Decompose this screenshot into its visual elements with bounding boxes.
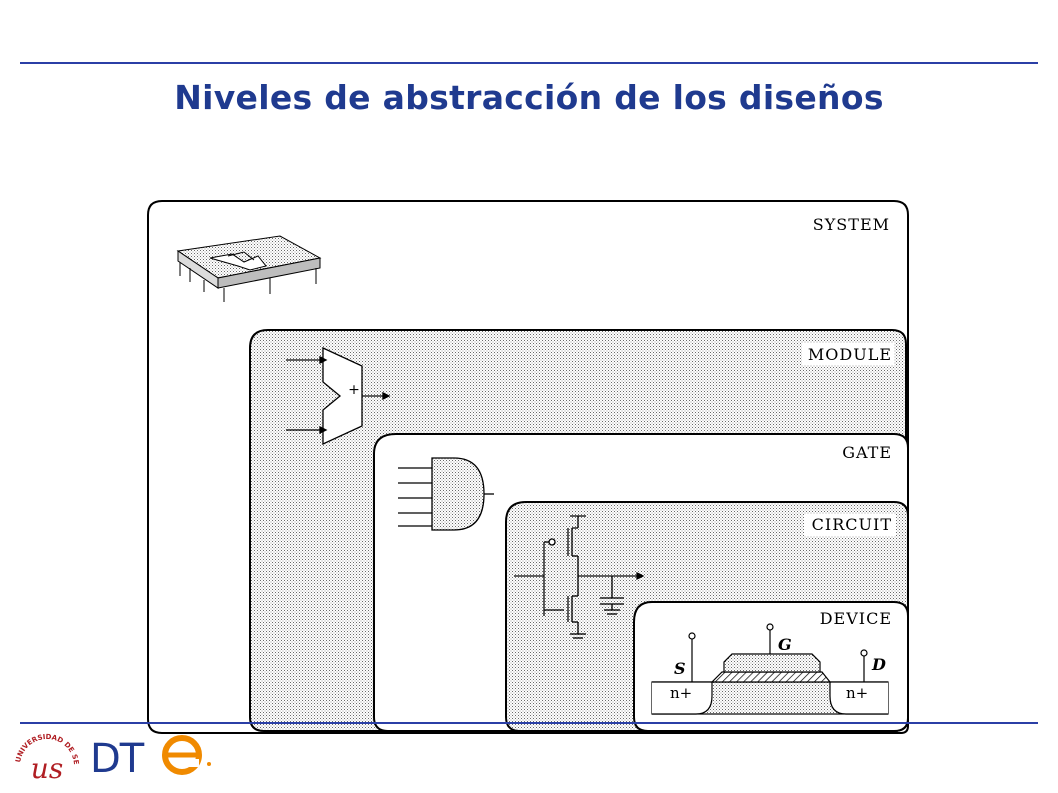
source-region-label: n+	[670, 684, 692, 702]
university-logo: UNIVERSIDAD DE SEVILLA us	[10, 728, 80, 785]
device-level: DEVICE G S D n+ n+	[633, 601, 909, 732]
and-gate-symbol	[398, 457, 494, 531]
adder-symbol: +	[286, 346, 391, 446]
university-monogram: us	[31, 752, 63, 785]
gate-terminal-label: G	[778, 635, 792, 654]
cmos-schematic	[514, 515, 645, 639]
drain-region-label: n+	[846, 684, 868, 702]
system-label: SYSTEM	[813, 215, 890, 234]
bottom-divider	[20, 722, 1038, 724]
slide-title: Niveles de abstracción de los diseños	[174, 78, 884, 117]
orange-e-icon	[162, 735, 211, 775]
source-terminal-label: S	[674, 659, 686, 678]
device-label: DEVICE	[820, 609, 892, 628]
department-logo: DTE	[90, 735, 211, 780]
circuit-label: CIRCUIT	[812, 515, 892, 534]
abstraction-levels-diagram: SYSTEM MODULE +	[147, 200, 909, 734]
mosfet-cross-section	[651, 623, 889, 715]
module-label: MODULE	[808, 345, 892, 364]
chip-package-drawing	[176, 235, 322, 302]
plus-symbol: +	[348, 382, 360, 398]
department-logo-text: DTE	[90, 736, 168, 780]
gate-label: GATE	[842, 443, 892, 462]
top-divider	[20, 62, 1038, 64]
drain-terminal-label: D	[871, 655, 886, 674]
